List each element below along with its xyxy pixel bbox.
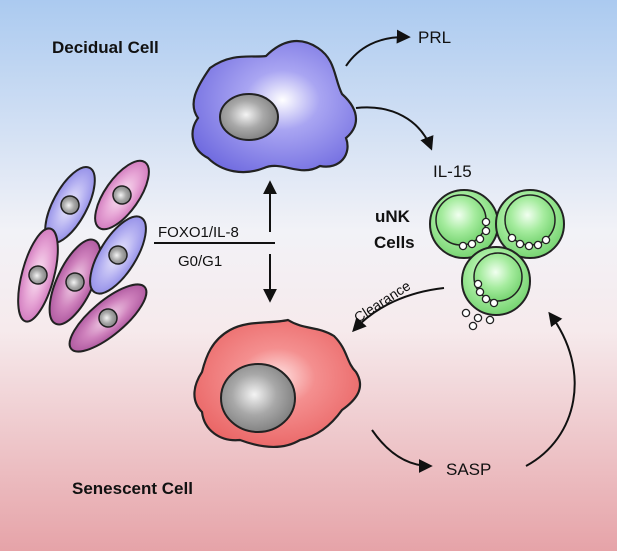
prl-label: PRL [418,28,451,47]
unk-label-line2: Cells [374,233,415,252]
stromal-cell-cluster [17,159,150,353]
g0g1-label: G0/G1 [178,253,222,270]
senescent-nucleus [220,363,296,433]
unk-cell-bottom [461,246,531,316]
unk-cell-top-left [429,189,499,259]
decidual-cell [191,39,358,174]
granules [461,308,495,331]
decidual-nucleus [219,93,279,141]
unk-label-line1: uNK [375,207,411,226]
arrow-to-il15 [355,106,434,151]
il15-label: IL-15 [433,162,472,181]
arrow-to-sasp [371,429,433,473]
arrow-to-prl [345,29,411,67]
arrow-clearance [352,287,445,333]
senescent-cell [193,318,362,449]
senescent-cell-label: Senescent Cell [72,479,193,498]
unk-cell-top-right [495,189,565,259]
arrow-sasp-to-unk [525,311,576,467]
decidual-cell-label: Decidual Cell [52,38,159,57]
foxo-label: FOXO1/IL-8 [158,224,239,241]
sasp-label: SASP [446,460,491,479]
